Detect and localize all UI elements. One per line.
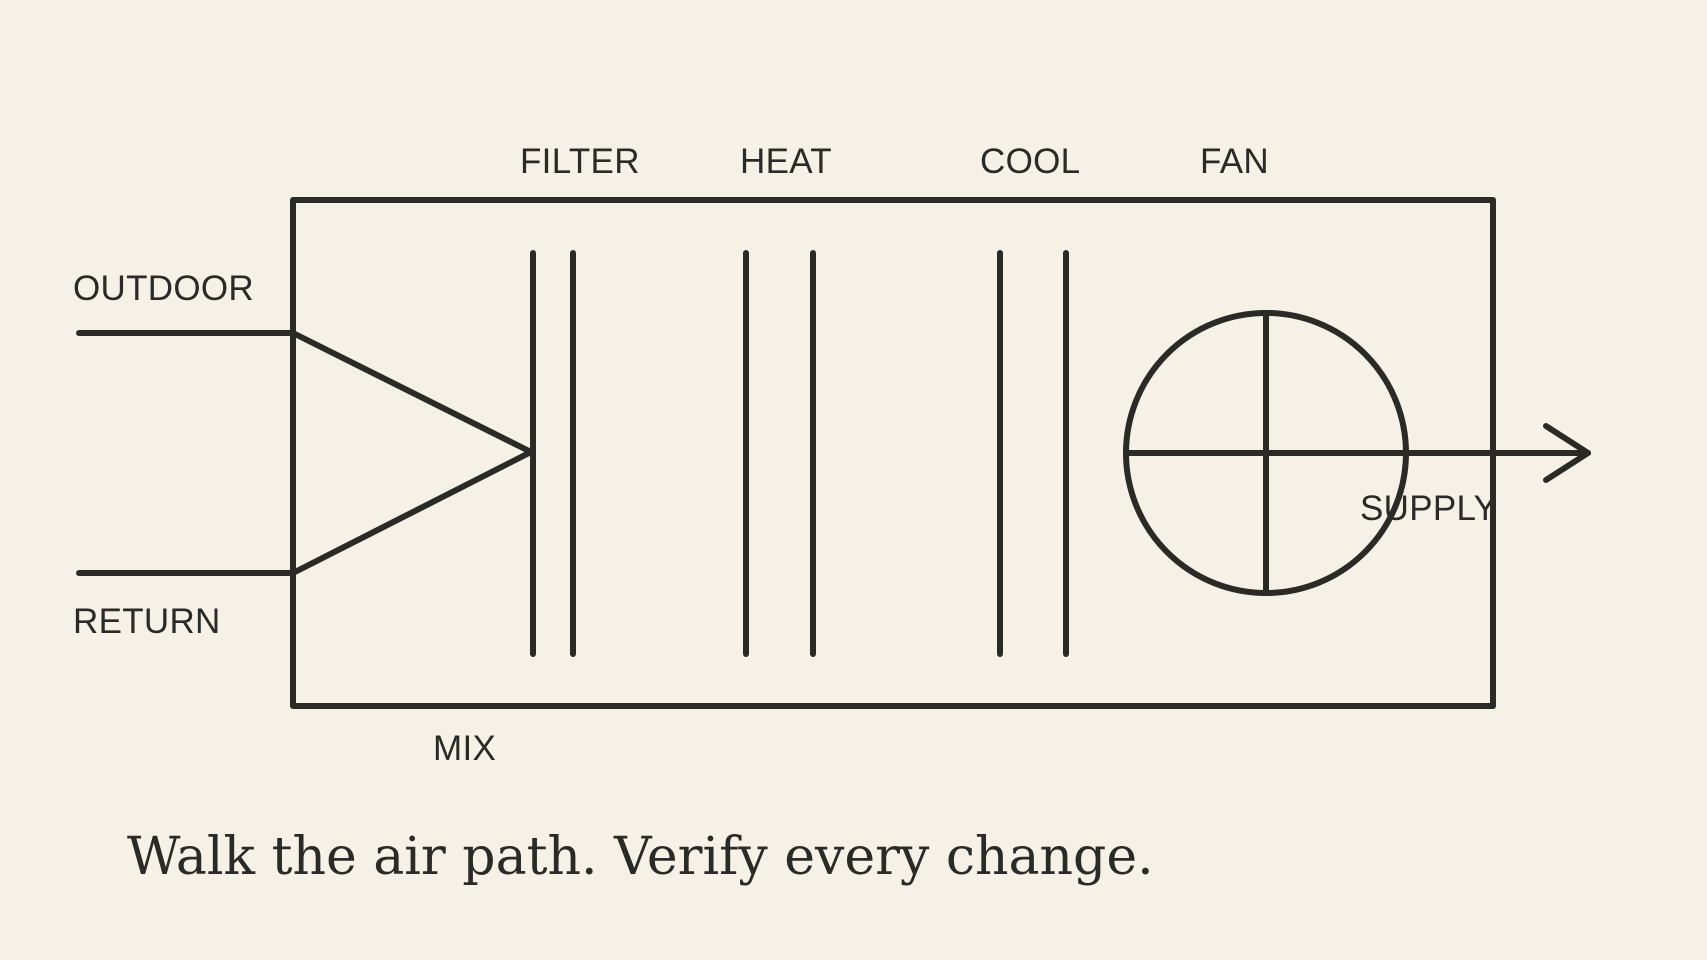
outdoor-label: OUTDOOR <box>73 269 254 308</box>
arrow-right-icon <box>1543 423 1591 483</box>
mix-upper-line <box>290 330 534 455</box>
filter-label: FILTER <box>520 142 640 181</box>
caption: Walk the air path. Verify every change. <box>127 827 1154 887</box>
supply-label: SUPPLY <box>1360 489 1497 528</box>
cool-label: COOL <box>980 142 1080 181</box>
heat-label: HEAT <box>740 142 832 181</box>
mix-label: MIX <box>433 729 496 768</box>
fan-label: FAN <box>1200 142 1269 181</box>
mix-lower-line <box>290 449 534 576</box>
return-label: RETURN <box>73 602 221 641</box>
